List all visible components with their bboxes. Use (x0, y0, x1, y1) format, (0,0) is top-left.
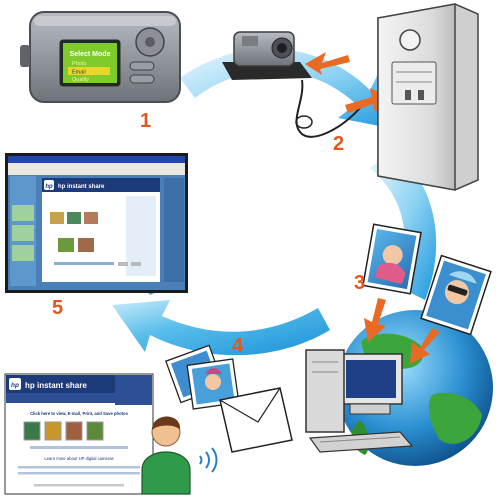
step-number-4: 4 (232, 335, 244, 357)
desktop-window-title: hp instant share (58, 184, 105, 190)
camera-menu-item: Photo (72, 61, 86, 67)
photo-print (362, 223, 422, 295)
email-footer-link[interactable]: Learn more about HP digital cameras (44, 456, 113, 461)
hp-logo-text: hp (45, 184, 53, 190)
photo-thumbnail[interactable] (86, 421, 104, 441)
photo-stack (165, 344, 240, 410)
orange-arrow-to-globe (364, 298, 386, 342)
photo-thumbnail[interactable] (65, 421, 83, 441)
email-window-title: hp instant share (25, 381, 87, 390)
hp-logo-text: hp (11, 382, 19, 389)
step-number-3: 3 (354, 272, 365, 294)
power-button (399, 29, 421, 51)
photo-thumbnail[interactable] (44, 421, 62, 441)
camera-menu-item-selected: Email (72, 70, 86, 76)
internet-computer (305, 349, 414, 453)
camera-button (129, 74, 155, 84)
camera-screen-title: Select Mode (70, 51, 111, 58)
camera-button (129, 61, 155, 71)
usb-cable (295, 79, 361, 138)
camera-menu-item: Quality (72, 77, 89, 83)
photo-print (420, 254, 492, 336)
hp-logo-icon (9, 378, 21, 390)
step-number-1: 1 (140, 110, 151, 132)
step-number-5: 5 (52, 297, 63, 319)
desktop-screenshot: hp hp instant share (5, 153, 188, 293)
sound-waves-icon (199, 447, 218, 473)
envelope-icon (219, 387, 293, 453)
camera: Select Mode Photo Email Quality (20, 11, 181, 103)
pc-tower (377, 3, 479, 191)
camera-menu-highlight (68, 67, 110, 75)
hp-logo-icon (44, 180, 54, 190)
step-number-2: 2 (333, 133, 344, 155)
orange-arrow-to-dock (305, 52, 350, 75)
person-icon (141, 416, 218, 495)
camera-screen (63, 43, 117, 83)
photo-thumbnail[interactable] (23, 421, 41, 441)
orange-arrow-to-globe (410, 328, 440, 364)
camera-dock (222, 31, 312, 80)
email-headline: Click here to view, E-mail, Print, and S… (30, 411, 128, 416)
email-screenshot: hp hp instant share Click here to view, … (4, 373, 154, 495)
